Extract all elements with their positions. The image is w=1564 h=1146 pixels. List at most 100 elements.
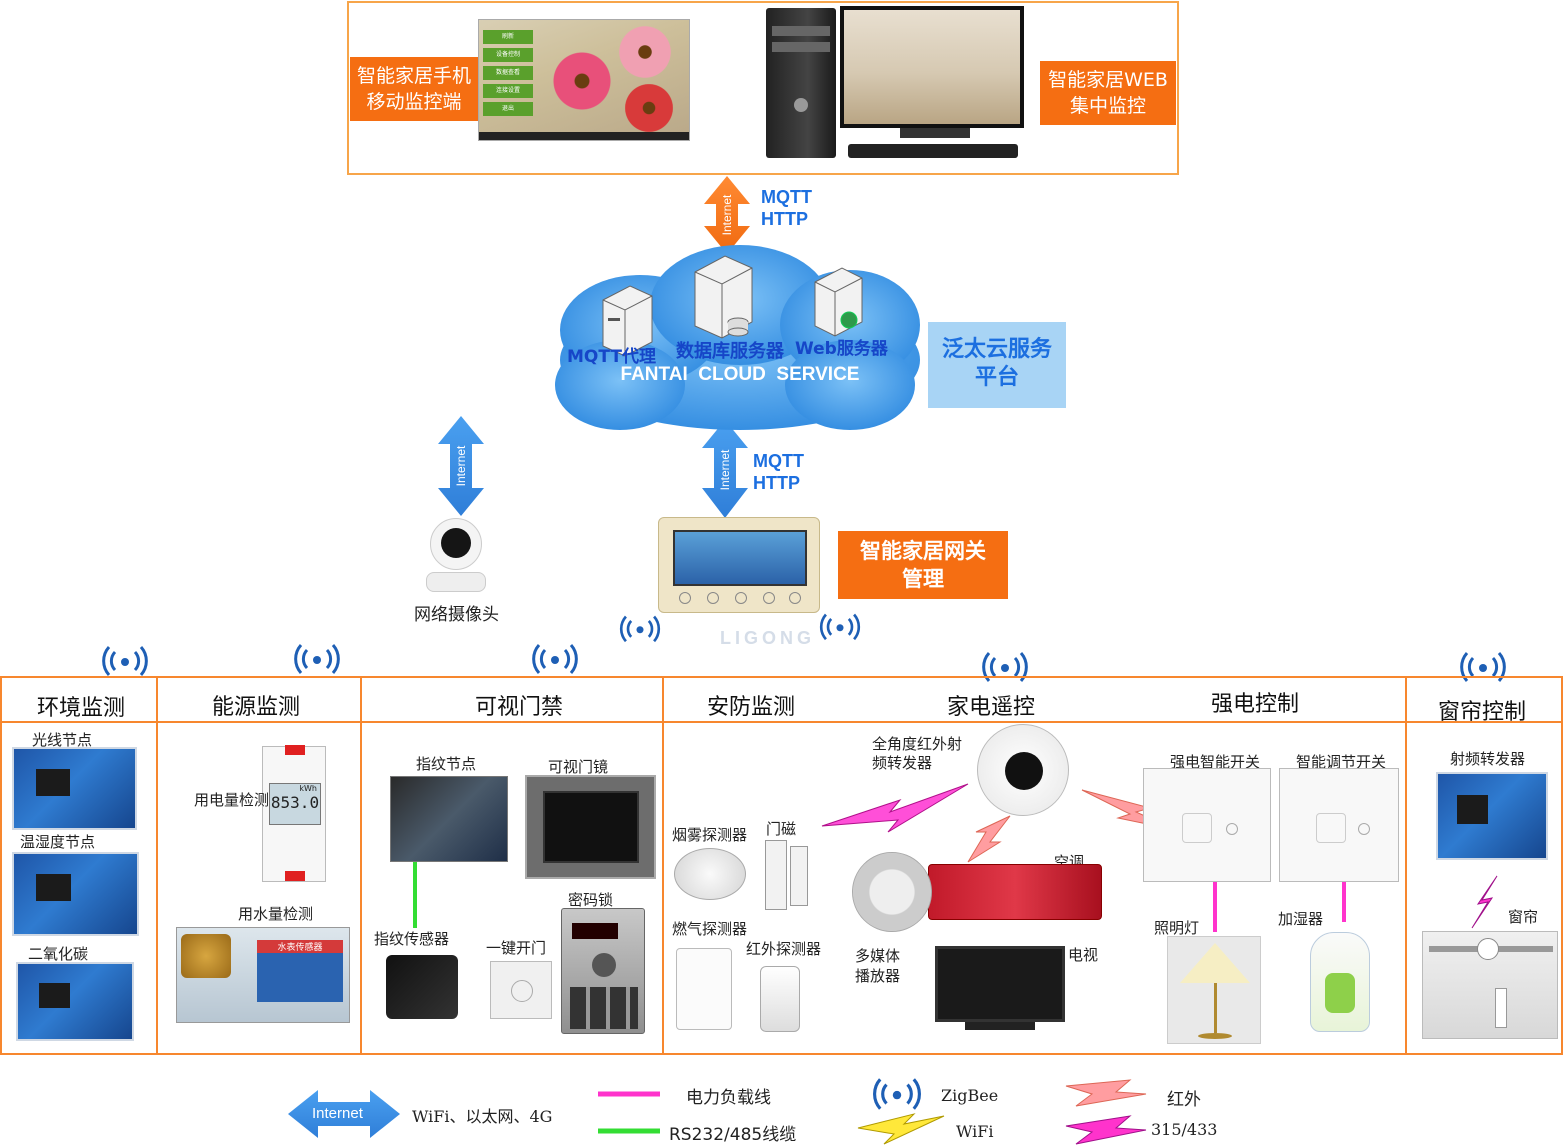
one-key-button[interactable] [490,961,552,1019]
mobile-monitor-label: 智能家居手机 移动监控端 [350,57,478,121]
section-title-curtain: 窗帘控制 [1438,700,1527,725]
pc-drive-bay [772,42,830,52]
door-magnet-device [765,840,787,910]
section-title-power: 强电控制 [1211,692,1300,717]
pc-monitor-stand [900,128,970,138]
smoke-detector-device [674,848,746,900]
dimmer-switch-label: 智能调节开关 [1296,753,1387,771]
internet-arrow-camera [438,416,484,516]
humidifier-label: 加湿器 [1278,910,1324,928]
dimmer-switch-device [1279,768,1399,882]
temp-node-board [12,852,139,936]
phone-menu-item[interactable]: 设备控制 [483,48,533,62]
meter-terminal [285,745,305,755]
gateway-button[interactable] [789,592,801,604]
water-meter-label: 用水量检测 [238,905,314,923]
door-magnet-part [790,846,808,906]
lamp-base [1198,1033,1232,1039]
cloud-platform-label: 泛太云服务 平台 [928,322,1066,408]
pc-monitor [840,6,1024,128]
protocol-label-mid: MQTT HTTP [753,451,804,493]
media-player-device [852,852,932,932]
lamp-pole [1214,983,1217,1033]
co2-board [16,962,134,1041]
pc-power-button [794,98,808,112]
internet-arrow-top [704,176,750,254]
zigbee-icon-gateway-left [619,615,661,643]
legend-ir-bolt [1065,1079,1147,1107]
legend-zigbee-label: ZigBee [941,1086,999,1105]
internet-label-top: Internet [720,194,734,236]
legend-rs-line-label: RS232/485线缆 [669,1125,797,1145]
internet-label-camera: Internet [454,445,468,487]
socket-face [1316,813,1346,843]
legend-rf-label: 315/433 [1151,1120,1218,1139]
gateway-device [658,517,820,613]
rf-bolt-left [821,783,969,833]
gateway-label: 智能家居网关 管理 [838,531,1008,599]
door-viewer-device [525,775,656,879]
section-title-security: 安防监测 [707,695,796,720]
switch-touch[interactable] [1226,823,1238,835]
section-title-door: 可视门禁 [475,695,564,720]
power-meter-device: kWh 853.0 [262,745,326,882]
internet-arrow-gateway [702,420,748,518]
lock-keypad[interactable] [570,987,638,1029]
tv-label: 电视 [1068,946,1099,964]
web-server-icon [814,267,863,337]
water-sensor-board: 水表传感器 [257,940,343,1002]
legend-internet-text: Internet [312,1105,363,1122]
db-server-label: 数据库服务器 [676,341,784,362]
gateway-button[interactable] [707,592,719,604]
ac-device [928,864,1102,920]
phone-menu-item[interactable]: 退出 [483,102,533,116]
media-player-label: 多媒体 播放器 [855,947,901,985]
temp-node-label: 温湿度节点 [20,833,96,851]
legend-rf-bolt [1065,1115,1147,1145]
tv-stand [965,1022,1035,1030]
rf-forwarder-board [1436,772,1548,860]
light-node-board [12,747,137,830]
legend-power-line-label: 电力负载线 [686,1088,771,1108]
lamp-shade [1180,943,1250,983]
camera-lens [441,528,471,558]
phone-menu-item[interactable]: 数据查看 [483,66,533,80]
phone-menu: 刷新 设备控制 数据查看 连接设置 退出 [483,30,533,120]
curtain-remote[interactable] [1495,988,1507,1028]
door-viewer-screen [543,791,639,863]
phone-nav-bar [479,132,689,140]
smart-switch-device [1143,768,1271,882]
gateway-button[interactable] [679,592,691,604]
zigbee-icon-energy [294,643,340,675]
water-sensor-tag: 水表传感器 [257,940,343,953]
password-lock-device [561,908,645,1034]
one-key-circle [511,980,533,1002]
legend-ir-label: 红外 [1167,1090,1201,1110]
gateway-button[interactable] [763,592,775,604]
lock-display [572,923,618,939]
network-camera [426,518,486,594]
ir-bolt-down [967,815,1011,863]
section-title-env: 环境监测 [37,696,126,721]
fingerprint-node-board [390,776,508,862]
flower-light [617,24,673,80]
humidifier-tank [1325,973,1355,1013]
zigbee-icon-env [102,645,148,677]
phone-menu-item[interactable]: 连接设置 [483,84,533,98]
gas-detector-label: 燃气探测器 [672,920,748,938]
device-panel-frame [0,676,1563,1055]
internet-label-mid: Internet [718,449,732,491]
phone-menu-item[interactable]: 刷新 [483,30,533,44]
fingerprint-sensor-device [386,955,458,1019]
section-title-energy: 能源监测 [212,695,301,720]
switch-touch[interactable] [1358,823,1370,835]
socket-face [1182,813,1212,843]
protocol-label-top: MQTT HTTP [761,187,812,229]
gateway-button[interactable] [735,592,747,604]
legend-internet-desc: WiFi、以太网、4G [412,1107,553,1126]
curtain-motor [1477,938,1499,960]
smoke-detector-label: 烟雾探测器 [672,826,748,844]
curtain-label: 窗帘 [1508,908,1539,926]
meter-unit: kWh [299,784,317,793]
